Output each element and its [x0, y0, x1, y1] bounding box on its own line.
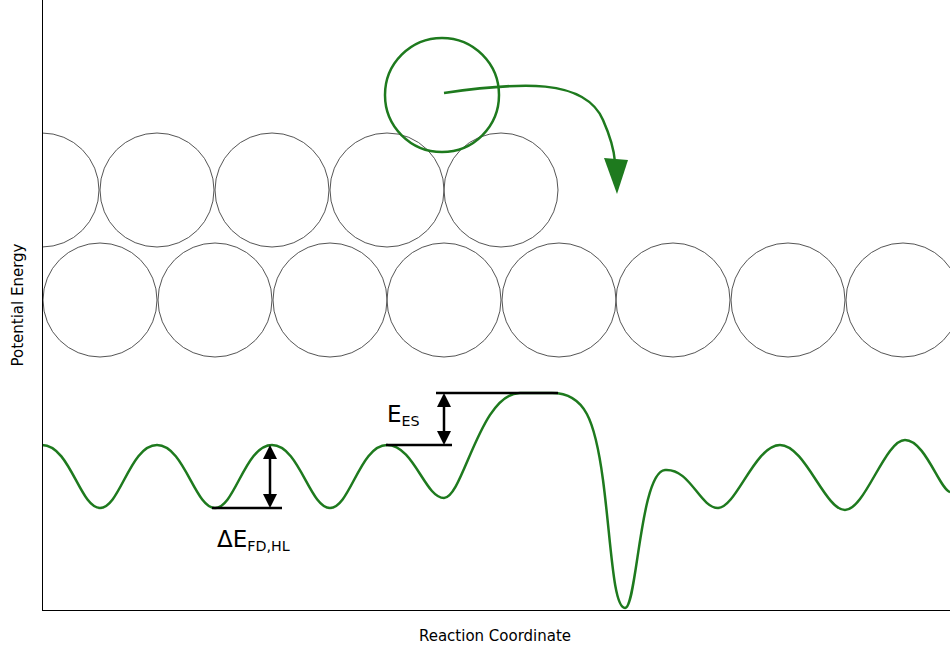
- axes: [42, 0, 950, 611]
- energy-curve: [42, 393, 950, 608]
- symbol-text: ΔE: [217, 526, 247, 552]
- energy-label: ΔEFD,HL: [217, 528, 290, 551]
- subscript-text: ES: [402, 413, 420, 429]
- energy-markers: [212, 393, 558, 508]
- subscript-text: FD,HL: [247, 538, 289, 554]
- atom-rows: [42, 133, 950, 357]
- axis-label: Reaction Coordinate: [419, 629, 571, 644]
- adatom: [385, 38, 628, 194]
- energy-label: EES: [387, 403, 420, 426]
- arrow-heads: [263, 393, 451, 508]
- axis-label: Potential Energy: [11, 244, 26, 367]
- symbol-text: E: [387, 401, 402, 427]
